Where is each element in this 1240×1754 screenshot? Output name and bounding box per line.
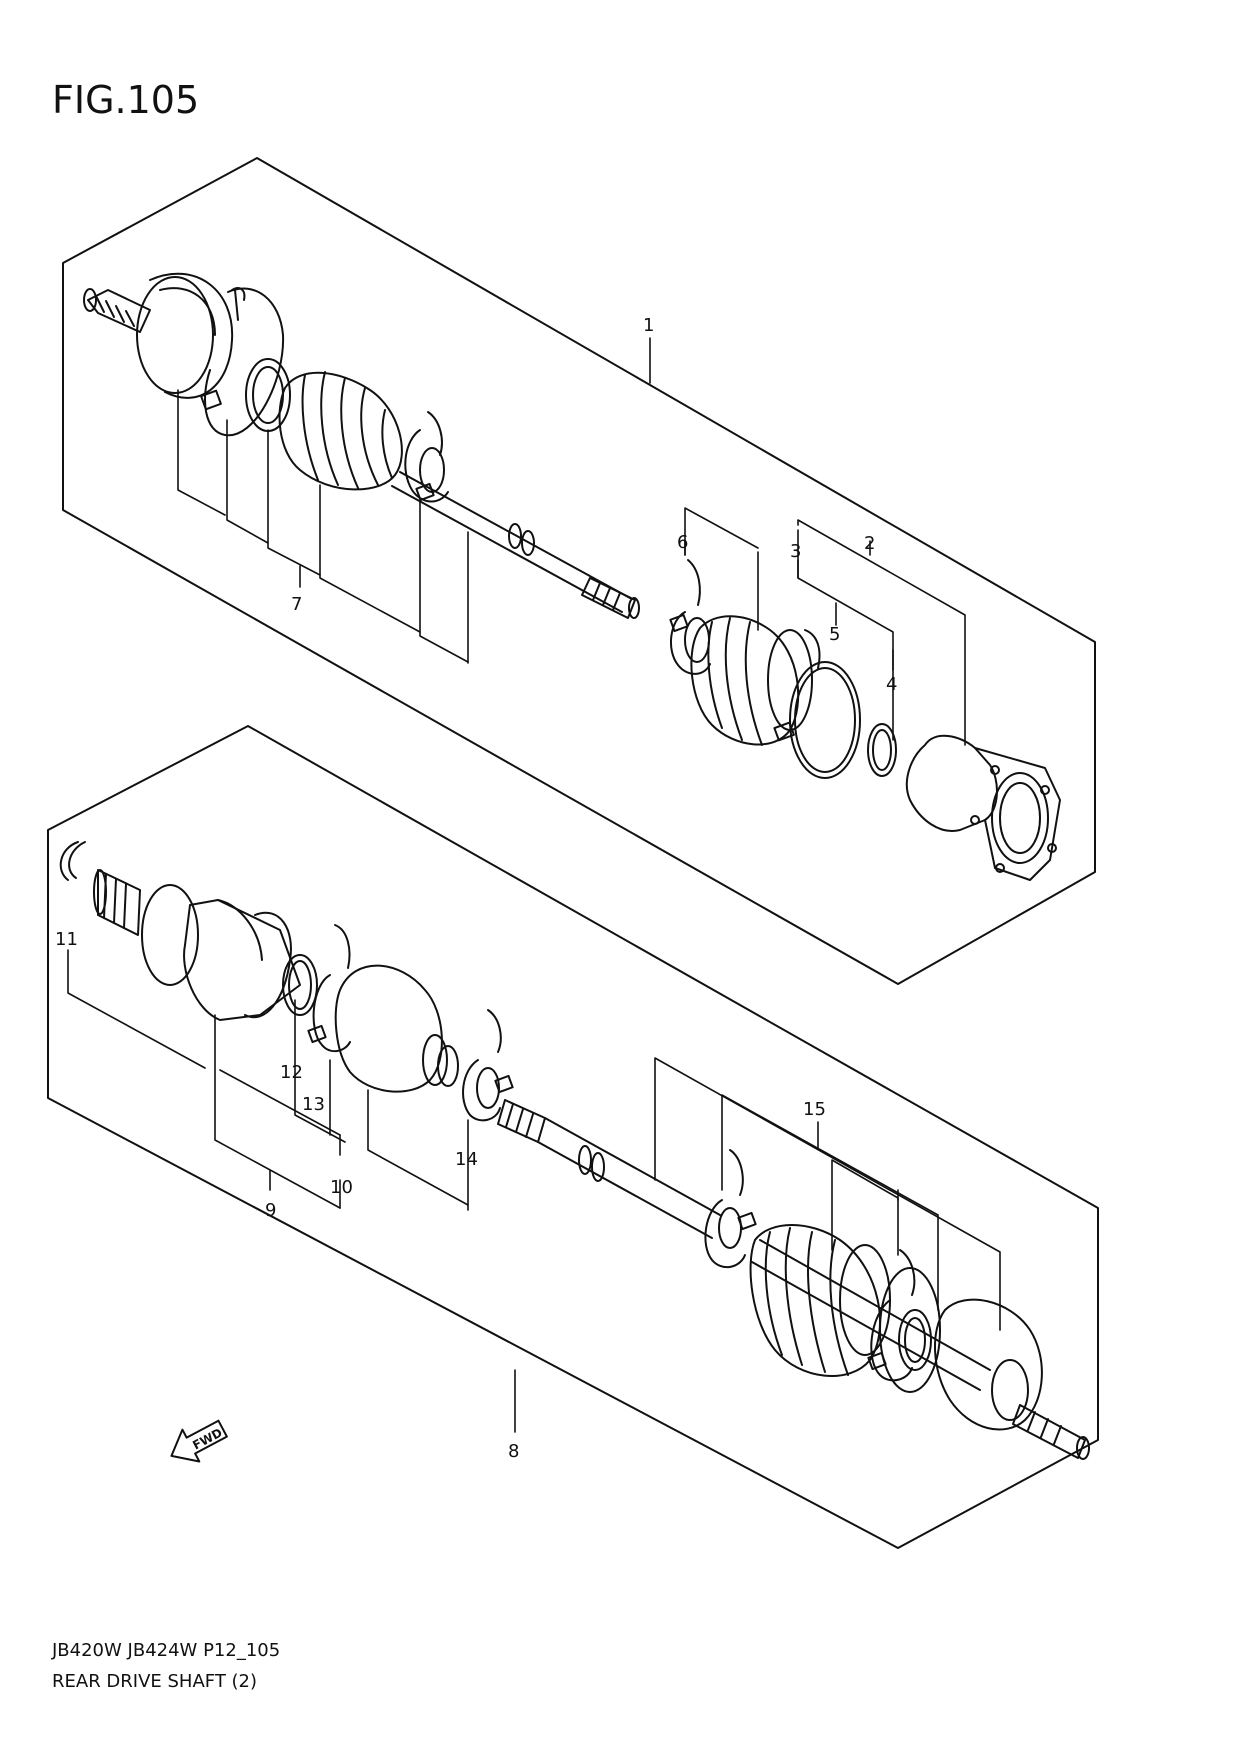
inner-boot: [690, 615, 813, 746]
snap-ring-lower-right: [898, 1309, 932, 1371]
outer-boot: [278, 371, 403, 491]
inner-boot-band-large: [773, 629, 861, 779]
lower-drive-shaft-assembly: 11 12 13 10 9 14: [47, 725, 1099, 1549]
callout-15: 15: [803, 1099, 826, 1120]
callout-1: 1: [643, 315, 654, 336]
inner-boot-band: [669, 559, 711, 675]
lower-right-stub: [1012, 1404, 1090, 1460]
inner-cv-housing: [905, 734, 1061, 881]
callout-5: 5: [829, 624, 840, 645]
circlip: [59, 841, 79, 881]
snap-ring-lower: [282, 954, 318, 1016]
snap-ring-inner: [867, 723, 897, 777]
callout-14: 14: [455, 1149, 478, 1170]
upper-drive-shaft-assembly: 7 1: [62, 157, 1096, 985]
boot-band-upper-1: [200, 287, 285, 437]
callout-2: 2: [864, 533, 875, 554]
callout-9: 9: [265, 1200, 276, 1221]
leaders-parts-2-6: [684, 507, 966, 746]
callout-11: 11: [55, 929, 78, 950]
upper-shaft: [83, 288, 640, 619]
upper-assembly-frame: [62, 157, 1096, 985]
callout-8: 8: [508, 1441, 519, 1462]
leaders-part-15: [654, 1057, 1001, 1331]
callout-6: 6: [677, 532, 688, 553]
lower-shaft: [497, 1099, 991, 1391]
boot-band-lower-2: [462, 1009, 514, 1122]
figure-description: REAR DRIVE SHAFT (2): [52, 1671, 258, 1692]
callout-3: 3: [790, 541, 801, 562]
lower-outer-cv-joint: [933, 1298, 1043, 1431]
outer-cv-joint: [136, 272, 234, 399]
callout-7: 7: [291, 594, 302, 615]
leaders-part-7: [177, 389, 469, 664]
boot-band-upper-2: [404, 411, 449, 503]
leaders-parts-9-14: [67, 949, 469, 1211]
boot-band-lower-3: [704, 1149, 757, 1269]
callout-12: 12: [280, 1062, 303, 1083]
callout-13: 13: [302, 1094, 325, 1115]
model-codes: JB420W JB424W P12_105: [52, 1640, 281, 1661]
lower-inner-housing: [183, 899, 301, 1021]
boot-band-lower-1: [307, 924, 351, 1053]
lower-assembly-frame: [47, 725, 1099, 1549]
lower-outer-boot: [334, 964, 459, 1093]
figure-title: FIG.105: [52, 78, 200, 122]
callout-4: 4: [886, 674, 897, 695]
lower-left-stub: [93, 869, 199, 986]
callout-10: 10: [330, 1177, 353, 1198]
fwd-arrow-icon: FWD: [170, 1419, 228, 1463]
boot-band-lower-4: [867, 1249, 941, 1393]
